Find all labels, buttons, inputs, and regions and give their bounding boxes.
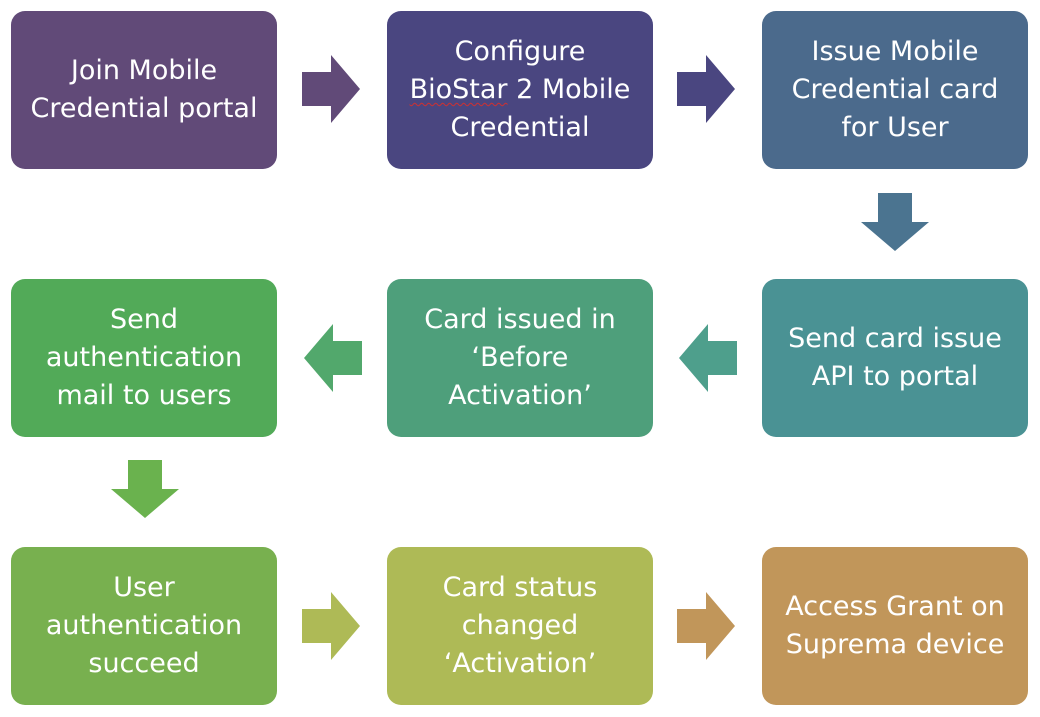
step-card-before-activation: Card issued in ‘Before Activation’ <box>387 279 653 437</box>
arrow-left-icon <box>304 324 362 392</box>
spellcheck-marked-word: BioStar <box>409 74 508 105</box>
arrow-right-icon <box>677 592 735 660</box>
step-label: Access Grant on Suprema device <box>785 591 1005 660</box>
step-join-portal: Join Mobile Credential portal <box>11 11 277 169</box>
step-label: Join Mobile Credential portal <box>30 55 258 124</box>
arrow-down-icon <box>861 193 929 251</box>
arrow-left-icon <box>679 324 737 392</box>
arrow-right-icon <box>302 55 360 123</box>
step-user-auth-succeed: User authentication succeed <box>11 547 277 705</box>
step-label: Send card issue API to portal <box>788 323 1002 392</box>
step-label: Send authentication mail to users <box>45 304 243 411</box>
step-label: Card status changed ‘Activation’ <box>442 572 598 679</box>
step-label: Card issued in ‘Before Activation’ <box>424 304 616 411</box>
step-issue-card: Issue Mobile Credential card for User <box>762 11 1028 169</box>
arrow-down-icon <box>111 460 179 518</box>
step-label: User authentication succeed <box>45 572 243 679</box>
step-access-grant: Access Grant on Suprema device <box>762 547 1028 705</box>
step-label: Issue Mobile Credential card for User <box>791 36 999 143</box>
arrow-right-icon <box>302 592 360 660</box>
step-send-api: Send card issue API to portal <box>762 279 1028 437</box>
step-card-activation: Card status changed ‘Activation’ <box>387 547 653 705</box>
arrow-right-icon <box>677 55 735 123</box>
step-send-auth-mail: Send authentication mail to users <box>11 279 277 437</box>
